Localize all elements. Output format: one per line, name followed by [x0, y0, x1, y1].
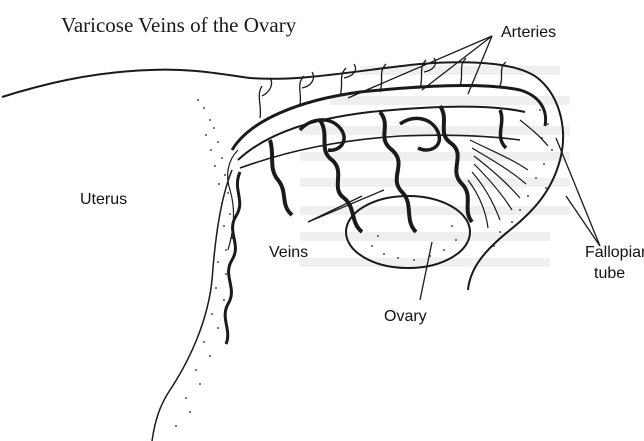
vessel-arch-outer: [232, 86, 546, 150]
diagram-title: Varicose Veins of the Ovary: [61, 13, 296, 38]
vein-loop-b: [400, 118, 439, 150]
uterus-label: Uterus: [80, 190, 127, 209]
veins-label: Veins: [269, 243, 308, 262]
vein-5: [500, 110, 506, 148]
artery-branches: [259, 58, 506, 118]
vein-4: [440, 106, 472, 222]
vein-2: [320, 120, 362, 232]
uterus-edge: [152, 170, 232, 441]
arteries-label: Arteries: [501, 23, 556, 42]
vein-3: [380, 112, 416, 232]
fallopian-tube-label-line1: Fallopiar: [585, 243, 644, 262]
ovary-label: Ovary: [384, 307, 427, 326]
fallopian-tube-label-line2: tube: [594, 264, 625, 283]
uterine-vein: [225, 172, 240, 344]
vein-1: [270, 140, 292, 215]
